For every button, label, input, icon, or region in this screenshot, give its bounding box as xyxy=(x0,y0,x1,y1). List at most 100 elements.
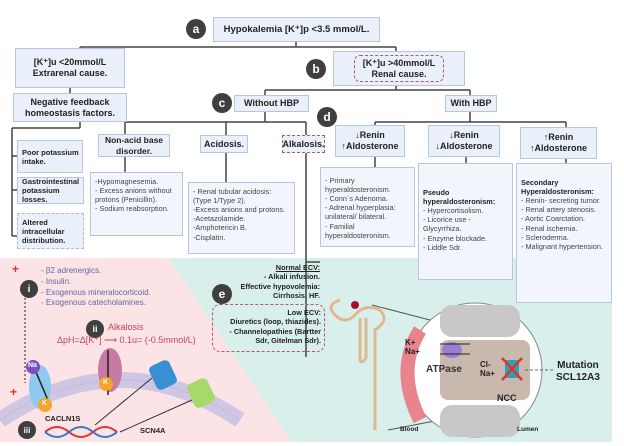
feedback-line2: homeostasis factors. xyxy=(24,107,116,118)
list-item: - Exogenous catecholamines. xyxy=(41,298,146,308)
hypokalemia-root-box: Hypokalemia [K⁺]p <3.5 mmol/L. xyxy=(213,17,380,42)
k-label-2: K xyxy=(103,379,109,386)
low-ecv-item: - Channelopathies (Bartter Sdr, Gitelman… xyxy=(229,326,321,346)
k-na-labels: K+Na+ xyxy=(405,338,420,357)
detail-item: - Familial hyperaldosteronism. xyxy=(325,221,391,240)
acidosis-details: - Renal tubular acidosis: (Type 1/Type 2… xyxy=(188,182,295,254)
effective-hypovolemia-item: Cirrhosis, HF. xyxy=(272,291,320,301)
lumen-label: Lumen xyxy=(517,426,539,433)
list-item: - Insulin. xyxy=(41,276,72,286)
pseudo-hyperaldo-details: Pseudo hyperaldosteronism: - Hypercortis… xyxy=(418,163,513,280)
gene-scn4a: SCN4A xyxy=(140,426,166,435)
secondary-hyperaldo-details: Secondary Hyperaldosteronism: - Renin- s… xyxy=(516,163,612,303)
pink-region xyxy=(0,258,292,442)
na-plus-label-2: Na+ xyxy=(480,368,495,378)
label-c: c xyxy=(212,93,232,113)
low-ecv-item: Diuretics (loop, thiazides). xyxy=(230,317,321,327)
na-plus-label: Na+ xyxy=(405,346,420,356)
tubular-cell xyxy=(440,340,530,400)
intracellular-distribution-box: Altered intracellular distribution. xyxy=(17,213,84,249)
label-ii: ii xyxy=(86,320,104,338)
label-d: d xyxy=(317,107,337,127)
detail-item: - Scleroderma. xyxy=(521,232,569,242)
label-i: i xyxy=(20,280,38,298)
detail-item: - Renal ischemia. xyxy=(521,223,578,233)
renal-line2: Renal cause. xyxy=(371,68,427,79)
alkalosis-formula: ΔpH=Δ[K⁺] ⟶ 0.1u= (-0.5mmol/L) xyxy=(57,335,196,345)
renin-label: ↓Renin xyxy=(355,130,385,141)
na-ion xyxy=(26,360,40,374)
blood-vessel xyxy=(400,326,427,424)
poor-intake-box: Poor potassium intake. xyxy=(17,140,83,173)
primary-hyperaldo-details: - Primary hyperaldosteronism.- Conn´s Ad… xyxy=(320,167,415,247)
label-iii: iii xyxy=(18,421,36,439)
normal-ecv-heading: Normal ECV: xyxy=(275,263,320,272)
renin-label: ↓Renin xyxy=(449,130,479,141)
k-ion xyxy=(38,398,52,412)
glomerulus xyxy=(351,301,359,309)
detail-heading: Pseudo hyperaldosteronism: xyxy=(423,188,496,207)
alkalosis-note-title: Alkalosis xyxy=(108,322,144,332)
with-hbp-box: With HBP xyxy=(445,95,497,112)
low-ecv-heading: Low ECV: xyxy=(287,308,321,317)
aldosterone-label: ↑Aldosterone xyxy=(529,143,587,153)
gene-cacln1s: CACLN1S xyxy=(45,414,81,423)
low-renin-low-aldo-box: ↓Renin↓Aldosterone xyxy=(428,125,500,157)
detail-item: - Renal artery stenosis. xyxy=(521,205,597,215)
detail-item: - Renal tubular acidosis: (Type 1/Type 2… xyxy=(193,187,272,206)
aldosterone-label: ↑Aldosterone xyxy=(341,141,399,151)
detail-item: -Acetazolamide. xyxy=(193,214,246,224)
cl-na-labels: Cl-Na+ xyxy=(480,360,495,379)
detail-item: - Adrenal hyperplasia: unilateral/ bilat… xyxy=(325,203,396,222)
effective-hypovolemia-heading: Effective hypovolemia: xyxy=(240,281,320,291)
without-hbp-box: Without HBP xyxy=(234,95,309,112)
detail-item: -Amphotericin B. xyxy=(193,223,247,233)
list-item: - β2 adrenergics. xyxy=(41,266,102,275)
alkalosis-box: Alkalosis. xyxy=(282,135,325,153)
high-renin-high-aldo-box: ↑Renin↑Aldosterone xyxy=(520,127,597,159)
detail-item: - Conn´s Adenoma. xyxy=(325,194,388,204)
renin-label: ↑Renin xyxy=(543,132,574,143)
detail-item: - Excess anions without protons (Penicil… xyxy=(95,186,172,205)
detail-item: - Primary hyperaldosteronism. xyxy=(325,176,391,195)
list-item: - Exogenous mineralocorticoid. xyxy=(41,287,151,297)
k-ion-2 xyxy=(99,377,113,391)
mutation-text: Mutation xyxy=(557,360,599,371)
detail-item: - Malignant hypertension. xyxy=(521,241,603,251)
detail-item: - Liddle Sdr. xyxy=(423,242,462,252)
plus-sign: + xyxy=(10,385,18,399)
gene-scl12a3: SCL12A3 xyxy=(556,372,600,383)
detail-item: - Sodium reabsorption. xyxy=(95,204,169,214)
cacln1s-channel xyxy=(149,360,177,390)
nephron xyxy=(329,298,386,430)
blood-label: Blood xyxy=(400,426,419,433)
na-label: Na xyxy=(28,362,37,369)
acidosis-box: Acidosis. xyxy=(200,135,248,153)
dna-strand xyxy=(44,426,118,438)
ncc-label: NCC xyxy=(497,393,517,403)
label-e: e xyxy=(212,284,232,304)
scn4a-channel xyxy=(187,378,215,408)
detail-item: - Aortic Coarctation. xyxy=(521,214,586,224)
plus-sign: + xyxy=(12,262,20,276)
normal-ecv-item: - Alkali infusion. xyxy=(263,272,320,282)
label-a: a xyxy=(186,19,206,39)
detail-item: - Renin- secreting tumor. xyxy=(521,196,601,206)
low-renin-high-aldo-box: ↓Renin↑Aldosterone xyxy=(335,125,405,157)
detail-item: - Enzyme blockade. xyxy=(423,233,488,243)
non-acid-details: -Hypomagnesemia.- Excess anions without … xyxy=(90,172,183,236)
aldosterone-label: ↓Aldosterone xyxy=(435,141,493,151)
detail-item: -Hypomagnesemia. xyxy=(95,177,159,186)
extrarenal-line1: [K⁺]u <20mmol/L xyxy=(33,57,107,68)
detail-item: - Licorice use - Glycyrrhiza. xyxy=(423,215,471,234)
k-label: K xyxy=(42,400,48,407)
redistribution-list: - β2 adrenergics.- Insulin.- Exogenous m… xyxy=(41,266,151,309)
renal-line1: [K⁺]u >40mmol/L xyxy=(362,57,436,68)
gi-losses-box: Gastrointestinal potassium losses. xyxy=(17,177,84,204)
tree-lines xyxy=(11,42,567,357)
atpase-label: ATPase xyxy=(426,364,462,375)
